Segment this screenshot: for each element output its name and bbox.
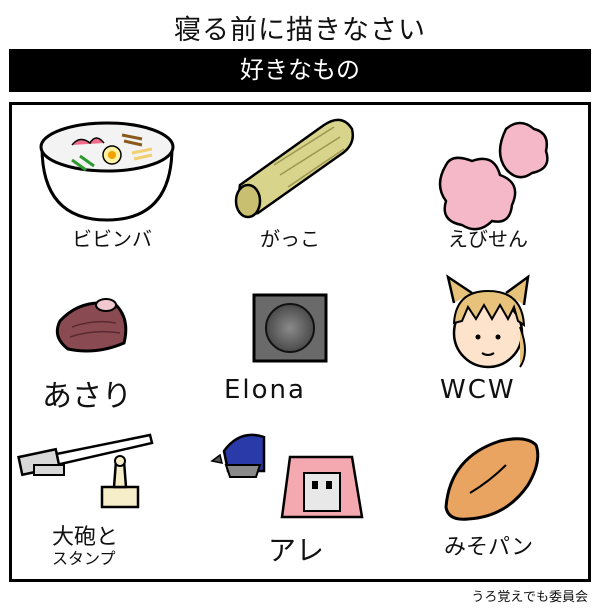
wcw-label: WCW <box>440 375 516 405</box>
elona-label: Elona <box>224 375 306 405</box>
page-title: 寝る前に描きなさい <box>174 15 426 46</box>
topic-banner: 好きなもの <box>9 49 591 92</box>
ebisen-label: えびせん <box>448 227 528 251</box>
misopan-drawing <box>444 437 540 521</box>
ebisen-drawing <box>438 121 549 231</box>
stamp-label: スタンプ <box>52 549 116 568</box>
cell-asari: あさり <box>12 263 204 421</box>
cell-are: アレ <box>204 421 396 579</box>
are-label: アレ <box>268 534 325 567</box>
elona-drawing <box>252 293 328 363</box>
misopan-label: みそパン <box>444 535 534 560</box>
cannon-stamp-drawing <box>17 433 154 509</box>
cell-misopan: みそパン <box>396 421 588 579</box>
cell-cannon-stamp: 大砲と スタンプ <box>12 421 204 579</box>
cell-gakko: がっこ <box>204 105 396 263</box>
cell-wcw: WCW <box>396 263 588 421</box>
asari-drawing <box>55 298 128 353</box>
are-drawing <box>210 433 364 519</box>
cell-bibimbap: ビビンバ <box>12 105 204 263</box>
drawing-frame: ビビンバ がっこ えびせん あさり <box>9 102 591 582</box>
gakko-label: がっこ <box>260 227 320 251</box>
asari-label: あさり <box>42 379 132 414</box>
credit-text: うろ覚えでも委員会 <box>471 590 588 605</box>
cell-elona: Elona <box>204 263 396 421</box>
gakko-drawing <box>234 118 354 219</box>
cell-ebisen: えびせん <box>396 105 588 263</box>
bibimbap-drawing <box>39 121 175 222</box>
cannon-label: 大砲と <box>52 525 119 550</box>
bibimbap-label: ビビンバ <box>72 227 152 251</box>
wcw-drawing <box>446 274 530 369</box>
